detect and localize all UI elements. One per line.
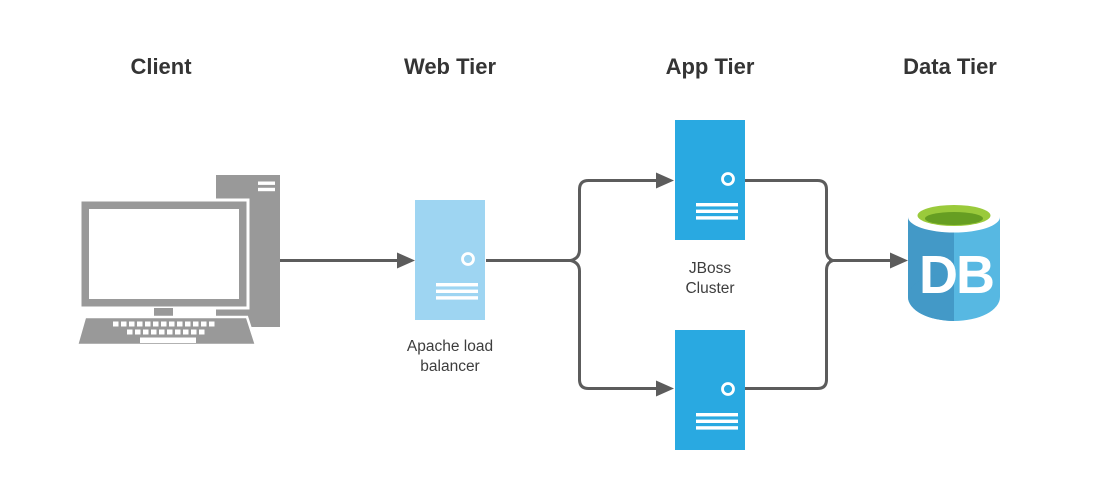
connector-jboss-top-to-database — [745, 179, 834, 262]
apache-label-line2: balancer — [420, 358, 480, 375]
connector-merge-to-database — [829, 252, 908, 269]
desktop-computer-icon — [75, 175, 280, 347]
connector-loadbalancer-to-jboss-bottom — [486, 259, 674, 397]
connector-lines — [280, 172, 908, 397]
column-header-web-tier: Web Tier — [403, 54, 497, 79]
connector-jboss-bottom-to-database — [745, 259, 834, 390]
jboss-server-top-icon — [673, 118, 747, 242]
column-header-data-tier: Data Tier — [903, 54, 997, 79]
jboss-cluster-label: JBoss Cluster — [685, 259, 734, 299]
apache-load-balancer-label: Apache load balancer — [407, 337, 493, 377]
jboss-label-line1: JBoss — [688, 260, 732, 277]
database-cylinder-icon: DB — [908, 201, 1000, 321]
jboss-server-bottom-icon — [673, 328, 747, 452]
db-top-green-inner — [925, 212, 983, 225]
db-label: DB — [919, 245, 993, 305]
column-header-app-tier: App Tier — [665, 54, 755, 79]
apache-load-balancer-server-icon — [413, 198, 487, 322]
computer-monitor — [78, 198, 250, 317]
computer-keyboard — [75, 315, 258, 347]
connector-client-to-loadbalancer — [280, 252, 415, 269]
column-header-client: Client — [130, 54, 192, 79]
connector-loadbalancer-to-jboss-top — [486, 172, 674, 262]
jboss-label-line2: Cluster — [685, 280, 735, 297]
apache-label-line1: Apache load — [406, 338, 494, 355]
